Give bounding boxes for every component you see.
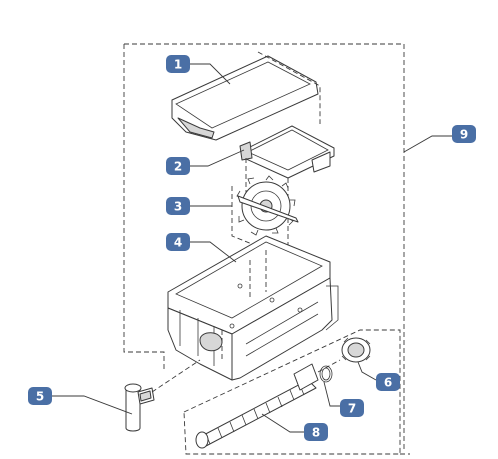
- assembly-boundary: [123, 43, 405, 452]
- callout-label-3: 3: [174, 200, 182, 214]
- callout-badge-bg: [166, 55, 190, 73]
- auger-group-boundary: [183, 329, 401, 455]
- callout-badge-1: 1: [166, 55, 190, 73]
- callout-badge-3: 3: [166, 197, 190, 215]
- gear-wheel-part: [231, 175, 299, 249]
- callout-badge-8: 8: [304, 423, 328, 441]
- housing-part: [167, 235, 339, 381]
- callout-badge-bg: [304, 423, 328, 441]
- callout-label-6: 6: [384, 376, 392, 390]
- callout-badge-bg: [166, 197, 190, 215]
- callout-badge-2: 2: [166, 157, 190, 175]
- callout-label-2: 2: [174, 160, 182, 174]
- callout-badge-5: 5: [28, 387, 52, 405]
- lid-part: [171, 51, 321, 141]
- callout-badge-bg: [376, 373, 400, 391]
- leader-lines: [52, 63, 452, 433]
- callout-badge-bg: [166, 157, 190, 175]
- callout-badge-bg: [340, 399, 364, 417]
- callout-badge-9: 9: [452, 125, 476, 143]
- callout-label-4: 4: [174, 236, 182, 250]
- callout-badges: 1 2 3 4 5 6 7 8 9: [28, 55, 476, 441]
- callout-label-7: 7: [348, 402, 356, 416]
- callout-label-1: 1: [174, 58, 182, 72]
- callout-badge-7: 7: [340, 399, 364, 417]
- callout-badge-bg: [452, 125, 476, 143]
- o-ring-part: [319, 365, 333, 383]
- callout-badge-bg: [28, 387, 52, 405]
- callout-badge-4: 4: [166, 233, 190, 251]
- callout-label-8: 8: [312, 426, 320, 440]
- ring-nut-part: [341, 337, 371, 363]
- callout-label-5: 5: [36, 390, 44, 404]
- callout-label-9: 9: [460, 128, 468, 142]
- screw-auger-part: [195, 359, 341, 449]
- tube-part: [124, 359, 201, 432]
- callout-badge-bg: [166, 233, 190, 251]
- callout-badge-6: 6: [376, 373, 400, 391]
